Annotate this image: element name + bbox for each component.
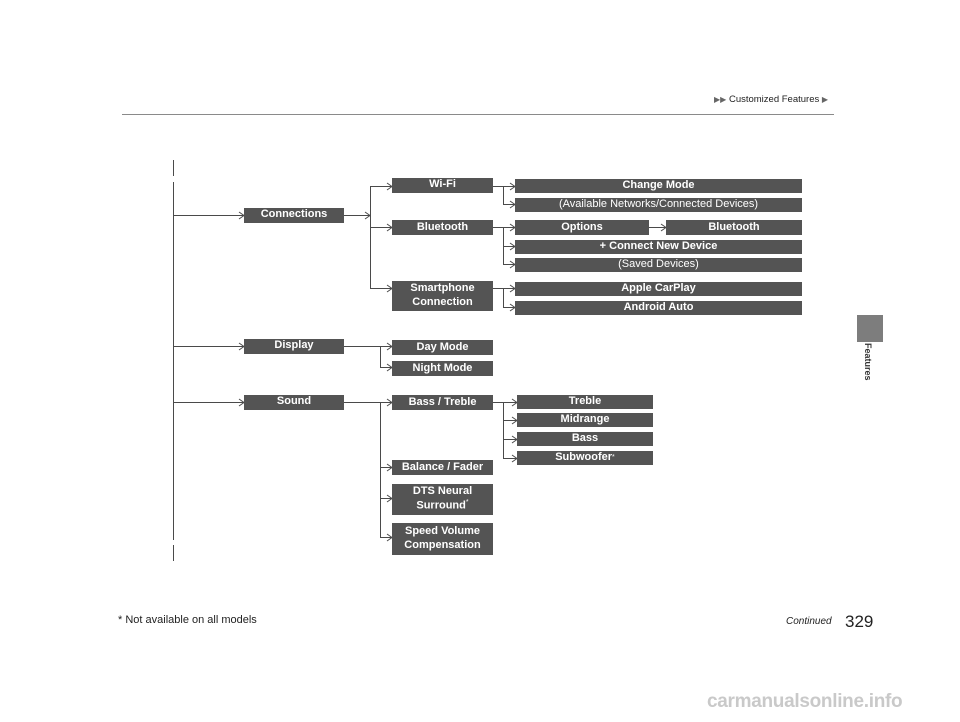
header-rule bbox=[122, 114, 834, 115]
android-auto-item[interactable]: Android Auto bbox=[515, 301, 802, 315]
page-number: 329 bbox=[845, 612, 874, 631]
section-tab bbox=[857, 315, 883, 342]
day-mode-item[interactable]: Day Mode bbox=[392, 340, 493, 355]
saved-devices-item[interactable]: (Saved Devices) bbox=[515, 258, 802, 272]
sound-item[interactable]: Sound bbox=[244, 395, 344, 410]
connections-item[interactable]: Connections bbox=[244, 208, 344, 223]
dts-neural-line2: Surround* bbox=[416, 499, 469, 512]
breadcrumb-marker: ▶▶ bbox=[714, 95, 727, 104]
subwoofer-item[interactable]: Subwoofer* bbox=[517, 451, 653, 465]
section-tab-label: Features bbox=[863, 343, 873, 381]
breadcrumb-text[interactable]: Customized Features bbox=[728, 94, 820, 105]
dts-neural-surround-item[interactable]: DTS Neural Surround* bbox=[392, 484, 493, 515]
bluetooth-option-item[interactable]: Bluetooth bbox=[666, 220, 802, 235]
balance-fader-item[interactable]: Balance / Fader bbox=[392, 460, 493, 475]
display-item[interactable]: Display bbox=[244, 339, 344, 354]
bluetooth-item[interactable]: Bluetooth bbox=[392, 220, 493, 235]
asterisk-mark: * bbox=[465, 499, 469, 507]
breadcrumb: ▶▶ Customized Features ▶ bbox=[714, 94, 828, 105]
connect-new-device-item[interactable]: + Connect New Device bbox=[515, 240, 802, 254]
treble-item[interactable]: Treble bbox=[517, 395, 653, 409]
watermark: carmanualsonline.info bbox=[707, 691, 903, 712]
change-mode-item[interactable]: Change Mode bbox=[515, 179, 802, 193]
footnote: * Not available on all models bbox=[118, 614, 257, 626]
breadcrumb-end-marker: ▶ bbox=[821, 95, 829, 104]
available-networks-item[interactable]: (Available Networks/Connected Devices) bbox=[515, 198, 802, 212]
speed-volume-compensation-item[interactable]: Speed Volume Compensation bbox=[392, 523, 493, 555]
midrange-item[interactable]: Midrange bbox=[517, 413, 653, 427]
asterisk-mark: * bbox=[612, 453, 615, 461]
options-item[interactable]: Options bbox=[515, 220, 649, 235]
wifi-item[interactable]: Wi-Fi bbox=[392, 178, 493, 193]
smartphone-connection-item[interactable]: Smartphone Connection bbox=[392, 281, 493, 311]
bass-treble-item[interactable]: Bass / Treble bbox=[392, 395, 493, 410]
apple-carplay-item[interactable]: Apple CarPlay bbox=[515, 282, 802, 296]
bass-item[interactable]: Bass bbox=[517, 432, 653, 446]
continued-label: Continued bbox=[786, 616, 832, 627]
dts-neural-line1: DTS Neural bbox=[412, 485, 473, 498]
night-mode-item[interactable]: Night Mode bbox=[392, 361, 493, 376]
